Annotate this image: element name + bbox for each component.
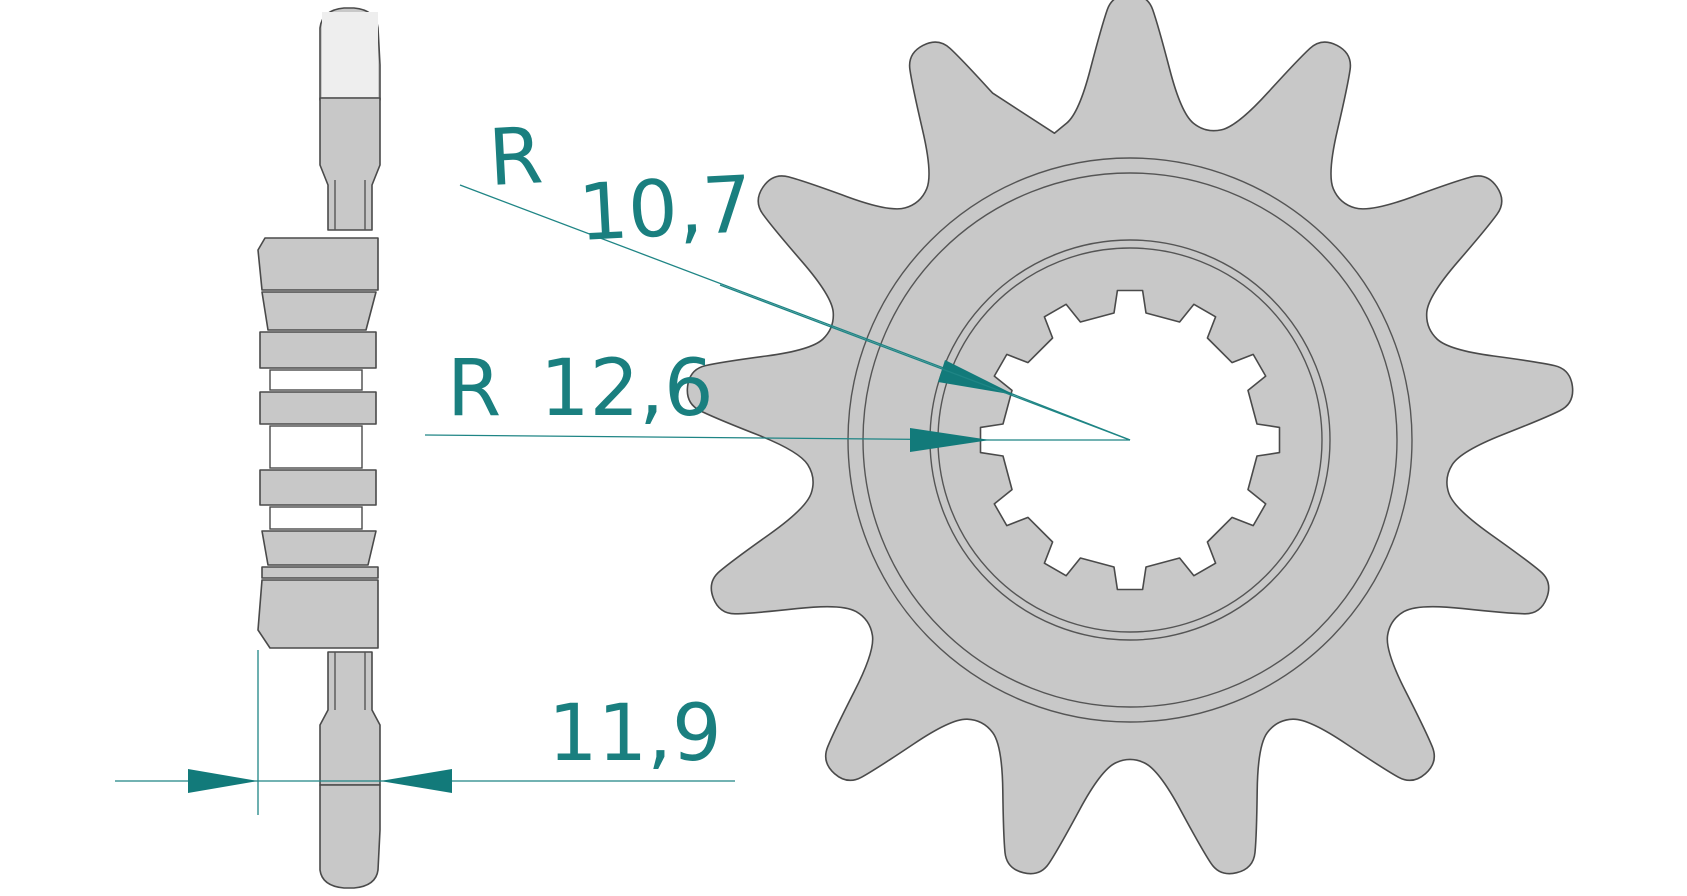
side-view [257, 7, 381, 889]
side-hub-layer-6 [261, 566, 379, 579]
side-hub-gap-2 [269, 425, 363, 469]
side-hub-layer-2 [259, 331, 377, 369]
arrowhead-r-12-6 [910, 428, 990, 452]
pitch-circle-inner [862, 172, 1398, 708]
side-web-lower [319, 651, 381, 786]
arrowhead-r-10-7 [938, 360, 1015, 395]
side-hub-layer-4 [259, 469, 377, 506]
dimension-r-10-7: R 10,7 [459, 111, 1131, 441]
side-boss-upper [257, 237, 379, 291]
side-hub-gap-1 [269, 369, 363, 391]
arrowhead-width-left [188, 769, 258, 793]
side-hub-layer-5 [261, 530, 377, 566]
leader-r-12-6 [424, 434, 991, 441]
side-hub-gap-3 [269, 506, 363, 530]
pitch-circle-outer [847, 157, 1413, 723]
label-width: 11,9 [548, 689, 722, 779]
label-value-r-10-7: 10,7 [576, 160, 754, 259]
dimension-width: 11,9 [115, 650, 735, 815]
label-prefix-r-10-7: R [486, 111, 545, 204]
arrowhead-width-right [380, 769, 452, 793]
leader-r-10-7 [459, 184, 1016, 396]
side-tooth-bottom [319, 784, 381, 889]
side-top-light [322, 12, 378, 97]
label-value-r-12-6: 12,6 [540, 344, 714, 434]
dimension-r-12-6: R 12,6 [424, 344, 1130, 452]
front-view [686, 0, 1574, 875]
label-prefix-r-12-6: R [447, 344, 501, 434]
side-hub-layer-3 [259, 391, 377, 425]
side-web-upper [319, 97, 381, 231]
extension-r-10-7 [719, 284, 1131, 441]
side-hub-layer-1 [261, 291, 377, 331]
side-boss-lower [257, 579, 379, 649]
